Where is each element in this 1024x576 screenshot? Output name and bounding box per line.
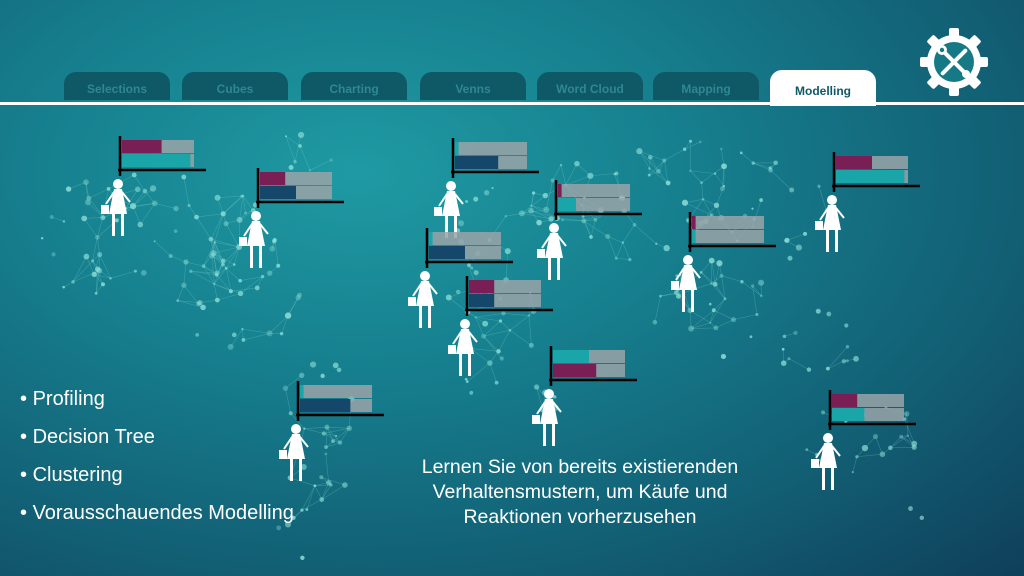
caption-line: Verhaltensmustern, um Käufe und — [432, 481, 728, 503]
marker-bar — [836, 170, 905, 183]
feature-list: Profiling Decision Tree Clustering Vorau… — [20, 380, 294, 532]
marker-bar — [122, 154, 191, 167]
marker-bar — [300, 399, 351, 412]
caption-line: Lernen Sie von bereits existierenden — [421, 456, 739, 478]
marker-bar — [469, 294, 495, 307]
marker-bar — [122, 140, 162, 153]
tab-underline — [0, 102, 1024, 105]
shopper-silhouette — [448, 319, 478, 376]
marker-bar — [429, 246, 465, 259]
gear-tools-icon[interactable] — [918, 26, 990, 98]
map-marker[interactable] — [408, 228, 513, 328]
tab-selections[interactable]: Selections — [64, 72, 170, 100]
marker-bar — [300, 385, 304, 398]
marker-bar — [558, 184, 562, 197]
marker-bar — [692, 216, 696, 229]
marker-bar — [558, 198, 576, 211]
map-marker[interactable] — [279, 381, 384, 481]
shopper-silhouette — [811, 433, 841, 490]
marker-bar — [836, 156, 872, 169]
shopper-silhouette — [532, 389, 562, 446]
marker-bar — [469, 280, 495, 293]
marker-bar — [553, 350, 589, 363]
map-marker[interactable] — [811, 390, 916, 490]
list-item: Clustering — [20, 456, 294, 494]
shopper-silhouette — [239, 211, 269, 268]
marker-bar — [692, 230, 696, 243]
shopper-silhouette — [408, 271, 438, 328]
list-item: Decision Tree — [20, 418, 294, 456]
tab-modelling[interactable]: Modelling — [770, 70, 876, 106]
map-marker[interactable] — [537, 180, 642, 280]
shopper-silhouette — [101, 179, 131, 236]
map-marker[interactable] — [239, 168, 344, 268]
map-marker[interactable] — [434, 138, 539, 238]
marker-bar — [455, 156, 499, 169]
map-marker[interactable] — [101, 136, 206, 236]
marker-bar — [455, 142, 459, 155]
marker-bar — [832, 394, 858, 407]
description-text: Lernen Sie von bereits existierenden Ver… — [380, 455, 780, 530]
shopper-silhouette — [434, 181, 464, 238]
shopper-silhouette — [671, 255, 701, 312]
marker-bar — [832, 408, 865, 421]
shopper-silhouette — [815, 195, 845, 252]
shopper-silhouette — [537, 223, 567, 280]
map-marker[interactable] — [815, 152, 920, 252]
list-item: Profiling — [20, 380, 294, 418]
marker-bar — [260, 186, 296, 199]
map-marker[interactable] — [671, 212, 776, 312]
tab-charting[interactable]: Charting — [301, 72, 407, 100]
marker-bar — [260, 172, 286, 185]
list-item: Vorausschauendes Modelling — [20, 494, 294, 532]
marker-bar — [553, 364, 597, 377]
tab-cubes[interactable]: Cubes — [182, 72, 288, 100]
marker-bar — [429, 232, 433, 245]
map-marker[interactable] — [532, 346, 637, 446]
tab-word-cloud[interactable]: Word Cloud — [537, 72, 643, 100]
tab-bar: Selections Cubes Charting Venns Word Clo… — [0, 70, 1024, 106]
caption-line: Reaktionen vorherzusehen — [463, 506, 697, 528]
map-marker[interactable] — [448, 276, 553, 376]
tab-mapping[interactable]: Mapping — [653, 72, 759, 100]
tab-venns[interactable]: Venns — [420, 72, 526, 100]
